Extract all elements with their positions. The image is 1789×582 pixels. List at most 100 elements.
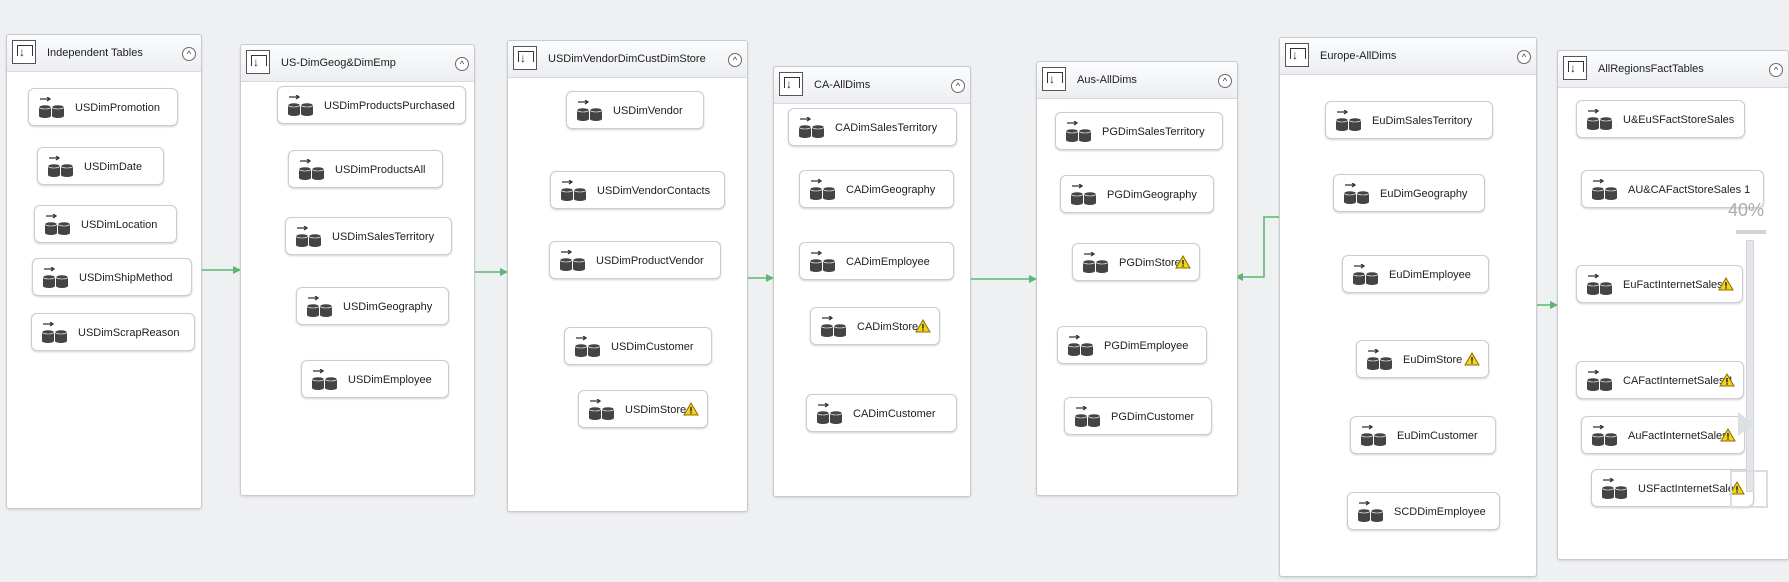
data-flow-task-icon: [295, 226, 322, 247]
data-flow-task-icon: [1357, 501, 1384, 522]
task-label: SCDDimEmployee: [1394, 506, 1486, 518]
data-flow-task-icon: [574, 336, 601, 357]
data-flow-task[interactable]: USDimCustomer: [564, 327, 712, 365]
data-flow-task[interactable]: USDimShipMethod: [32, 258, 192, 296]
data-flow-task[interactable]: CADimSalesTerritory: [788, 108, 957, 146]
data-flow-task-icon: [1070, 184, 1097, 205]
warning-icon: [1464, 352, 1480, 366]
data-flow-task-icon: [1586, 370, 1613, 391]
task-label: U&EuSFactStoreSales: [1623, 114, 1735, 126]
task-label: PGDimSalesTerritory: [1102, 126, 1205, 138]
data-flow-task[interactable]: EuDimStore: [1356, 340, 1489, 378]
data-flow-task[interactable]: USFactInternetSales: [1591, 469, 1754, 507]
data-flow-task-icon: [38, 97, 65, 118]
data-flow-task[interactable]: PGDimStore: [1072, 243, 1200, 281]
data-flow-task[interactable]: CADimGeography: [799, 170, 954, 208]
sequence-container-icon: [1563, 56, 1587, 80]
task-label: USDimProductsPurchased: [324, 100, 455, 112]
data-flow-task[interactable]: USDimStore: [578, 390, 708, 428]
container-header[interactable]: CA-AllDims ^: [774, 67, 970, 104]
data-flow-task[interactable]: EuDimSalesTerritory: [1325, 101, 1493, 139]
data-flow-task[interactable]: EuDimGeography: [1333, 174, 1485, 212]
warning-icon: [1175, 255, 1191, 269]
data-flow-task[interactable]: PGDimEmployee: [1057, 326, 1207, 364]
data-flow-task[interactable]: PGDimGeography: [1060, 175, 1214, 213]
data-flow-task[interactable]: USDimGeography: [296, 287, 449, 325]
task-label: EuFactInternetSales: [1623, 279, 1723, 291]
collapse-chevron-icon[interactable]: ^: [1769, 63, 1783, 77]
collapse-chevron-icon[interactable]: ^: [1218, 74, 1232, 88]
container-header[interactable]: Independent Tables ^: [7, 35, 201, 72]
data-flow-task[interactable]: PGDimSalesTerritory: [1055, 112, 1223, 150]
data-flow-task[interactable]: U&EuSFactStoreSales: [1576, 100, 1745, 138]
sequence-container-icon: [779, 72, 803, 96]
data-flow-task[interactable]: USDimScrapReason: [31, 313, 195, 351]
warning-icon: [1718, 277, 1734, 291]
data-flow-task[interactable]: EuDimCustomer: [1350, 416, 1496, 454]
data-flow-task[interactable]: CADimCustomer: [806, 394, 957, 432]
data-flow-task-icon: [576, 100, 603, 121]
data-flow-task[interactable]: AuFactInternetSales: [1581, 416, 1745, 454]
data-flow-task-icon: [1074, 406, 1101, 427]
task-label: PGDimEmployee: [1104, 340, 1189, 352]
data-flow-task[interactable]: USDimProductsAll: [288, 150, 443, 188]
data-flow-task-icon: [798, 117, 825, 138]
container-title: Independent Tables: [47, 47, 143, 59]
data-flow-task[interactable]: USDimDate: [37, 147, 164, 185]
collapse-chevron-icon[interactable]: ^: [951, 79, 965, 93]
data-flow-task[interactable]: EuFactInternetSales: [1576, 265, 1743, 303]
container-title: Europe-AllDims: [1320, 50, 1397, 62]
container-title: US-DimGeog&DimEmp: [281, 57, 396, 69]
collapse-chevron-icon[interactable]: ^: [182, 47, 196, 61]
collapse-chevron-icon[interactable]: ^: [728, 53, 742, 67]
data-flow-task-icon: [1343, 183, 1370, 204]
data-flow-task-icon: [311, 369, 338, 390]
data-flow-task-icon: [809, 179, 836, 200]
task-label: PGDimCustomer: [1111, 411, 1195, 423]
data-flow-task[interactable]: USDimLocation: [34, 205, 177, 243]
collapse-chevron-icon[interactable]: ^: [1517, 50, 1531, 64]
collapse-chevron-icon[interactable]: ^: [455, 57, 469, 71]
data-flow-task[interactable]: USDimEmployee: [301, 360, 449, 398]
task-label: USDimGeography: [343, 301, 433, 313]
constraint-arrow: [1235, 216, 1279, 281]
task-label: CADimGeography: [846, 184, 936, 196]
data-flow-task-icon: [1352, 264, 1379, 285]
task-label: CADimSalesTerritory: [835, 122, 938, 134]
container-title: CA-AllDims: [814, 79, 871, 91]
data-flow-task[interactable]: USDimProductsPurchased: [277, 86, 466, 124]
data-flow-task-icon: [820, 316, 847, 337]
data-flow-task[interactable]: SCDDimEmployee: [1347, 492, 1500, 530]
zoom-slider-track[interactable]: [1746, 240, 1754, 492]
data-flow-task-icon: [1082, 252, 1109, 273]
pan-arrow-icon[interactable]: [1738, 412, 1754, 436]
data-flow-task[interactable]: EuDimEmployee: [1342, 255, 1489, 293]
zoom-control[interactable]: 40%: [1718, 200, 1789, 540]
data-flow-task[interactable]: AU&CAFactStoreSales 1: [1581, 170, 1764, 208]
container-header[interactable]: US-DimGeog&DimEmp ^: [241, 45, 474, 82]
task-label: USDimShipMethod: [79, 272, 173, 284]
data-flow-task[interactable]: USDimVendorContacts: [550, 171, 725, 209]
data-flow-task[interactable]: USDimSalesTerritory: [285, 217, 452, 255]
data-flow-task[interactable]: PGDimCustomer: [1064, 397, 1212, 435]
container-europe-alldims[interactable]: Europe-AllDims ^: [1279, 37, 1537, 577]
task-label: CADimCustomer: [853, 408, 936, 420]
container-header[interactable]: Europe-AllDims ^: [1280, 38, 1536, 75]
data-flow-task[interactable]: CADimEmployee: [799, 242, 954, 280]
container-header[interactable]: USDimVendorDimCustDimStore ^: [508, 41, 747, 78]
data-flow-task-icon: [1591, 425, 1618, 446]
fit-view-icon[interactable]: [1730, 470, 1768, 508]
data-flow-task-icon: [41, 322, 68, 343]
data-flow-task[interactable]: CADimStore: [810, 307, 940, 345]
container-header[interactable]: Aus-AllDims ^: [1037, 62, 1237, 99]
data-flow-task[interactable]: USDimVendor: [566, 91, 704, 129]
data-flow-task[interactable]: USDimPromotion: [28, 88, 178, 126]
sequence-container-icon: [513, 46, 537, 70]
zoom-slider-thumb[interactable]: [1736, 230, 1766, 234]
container-header[interactable]: AllRegionsFactTables ^: [1558, 51, 1788, 88]
warning-icon: [1729, 481, 1745, 495]
warning-icon: [1720, 428, 1736, 442]
task-label: USDimScrapReason: [78, 327, 180, 339]
data-flow-task[interactable]: USDimProductVendor: [549, 241, 721, 279]
data-flow-task[interactable]: CAFactInternetSales 1: [1576, 361, 1744, 399]
